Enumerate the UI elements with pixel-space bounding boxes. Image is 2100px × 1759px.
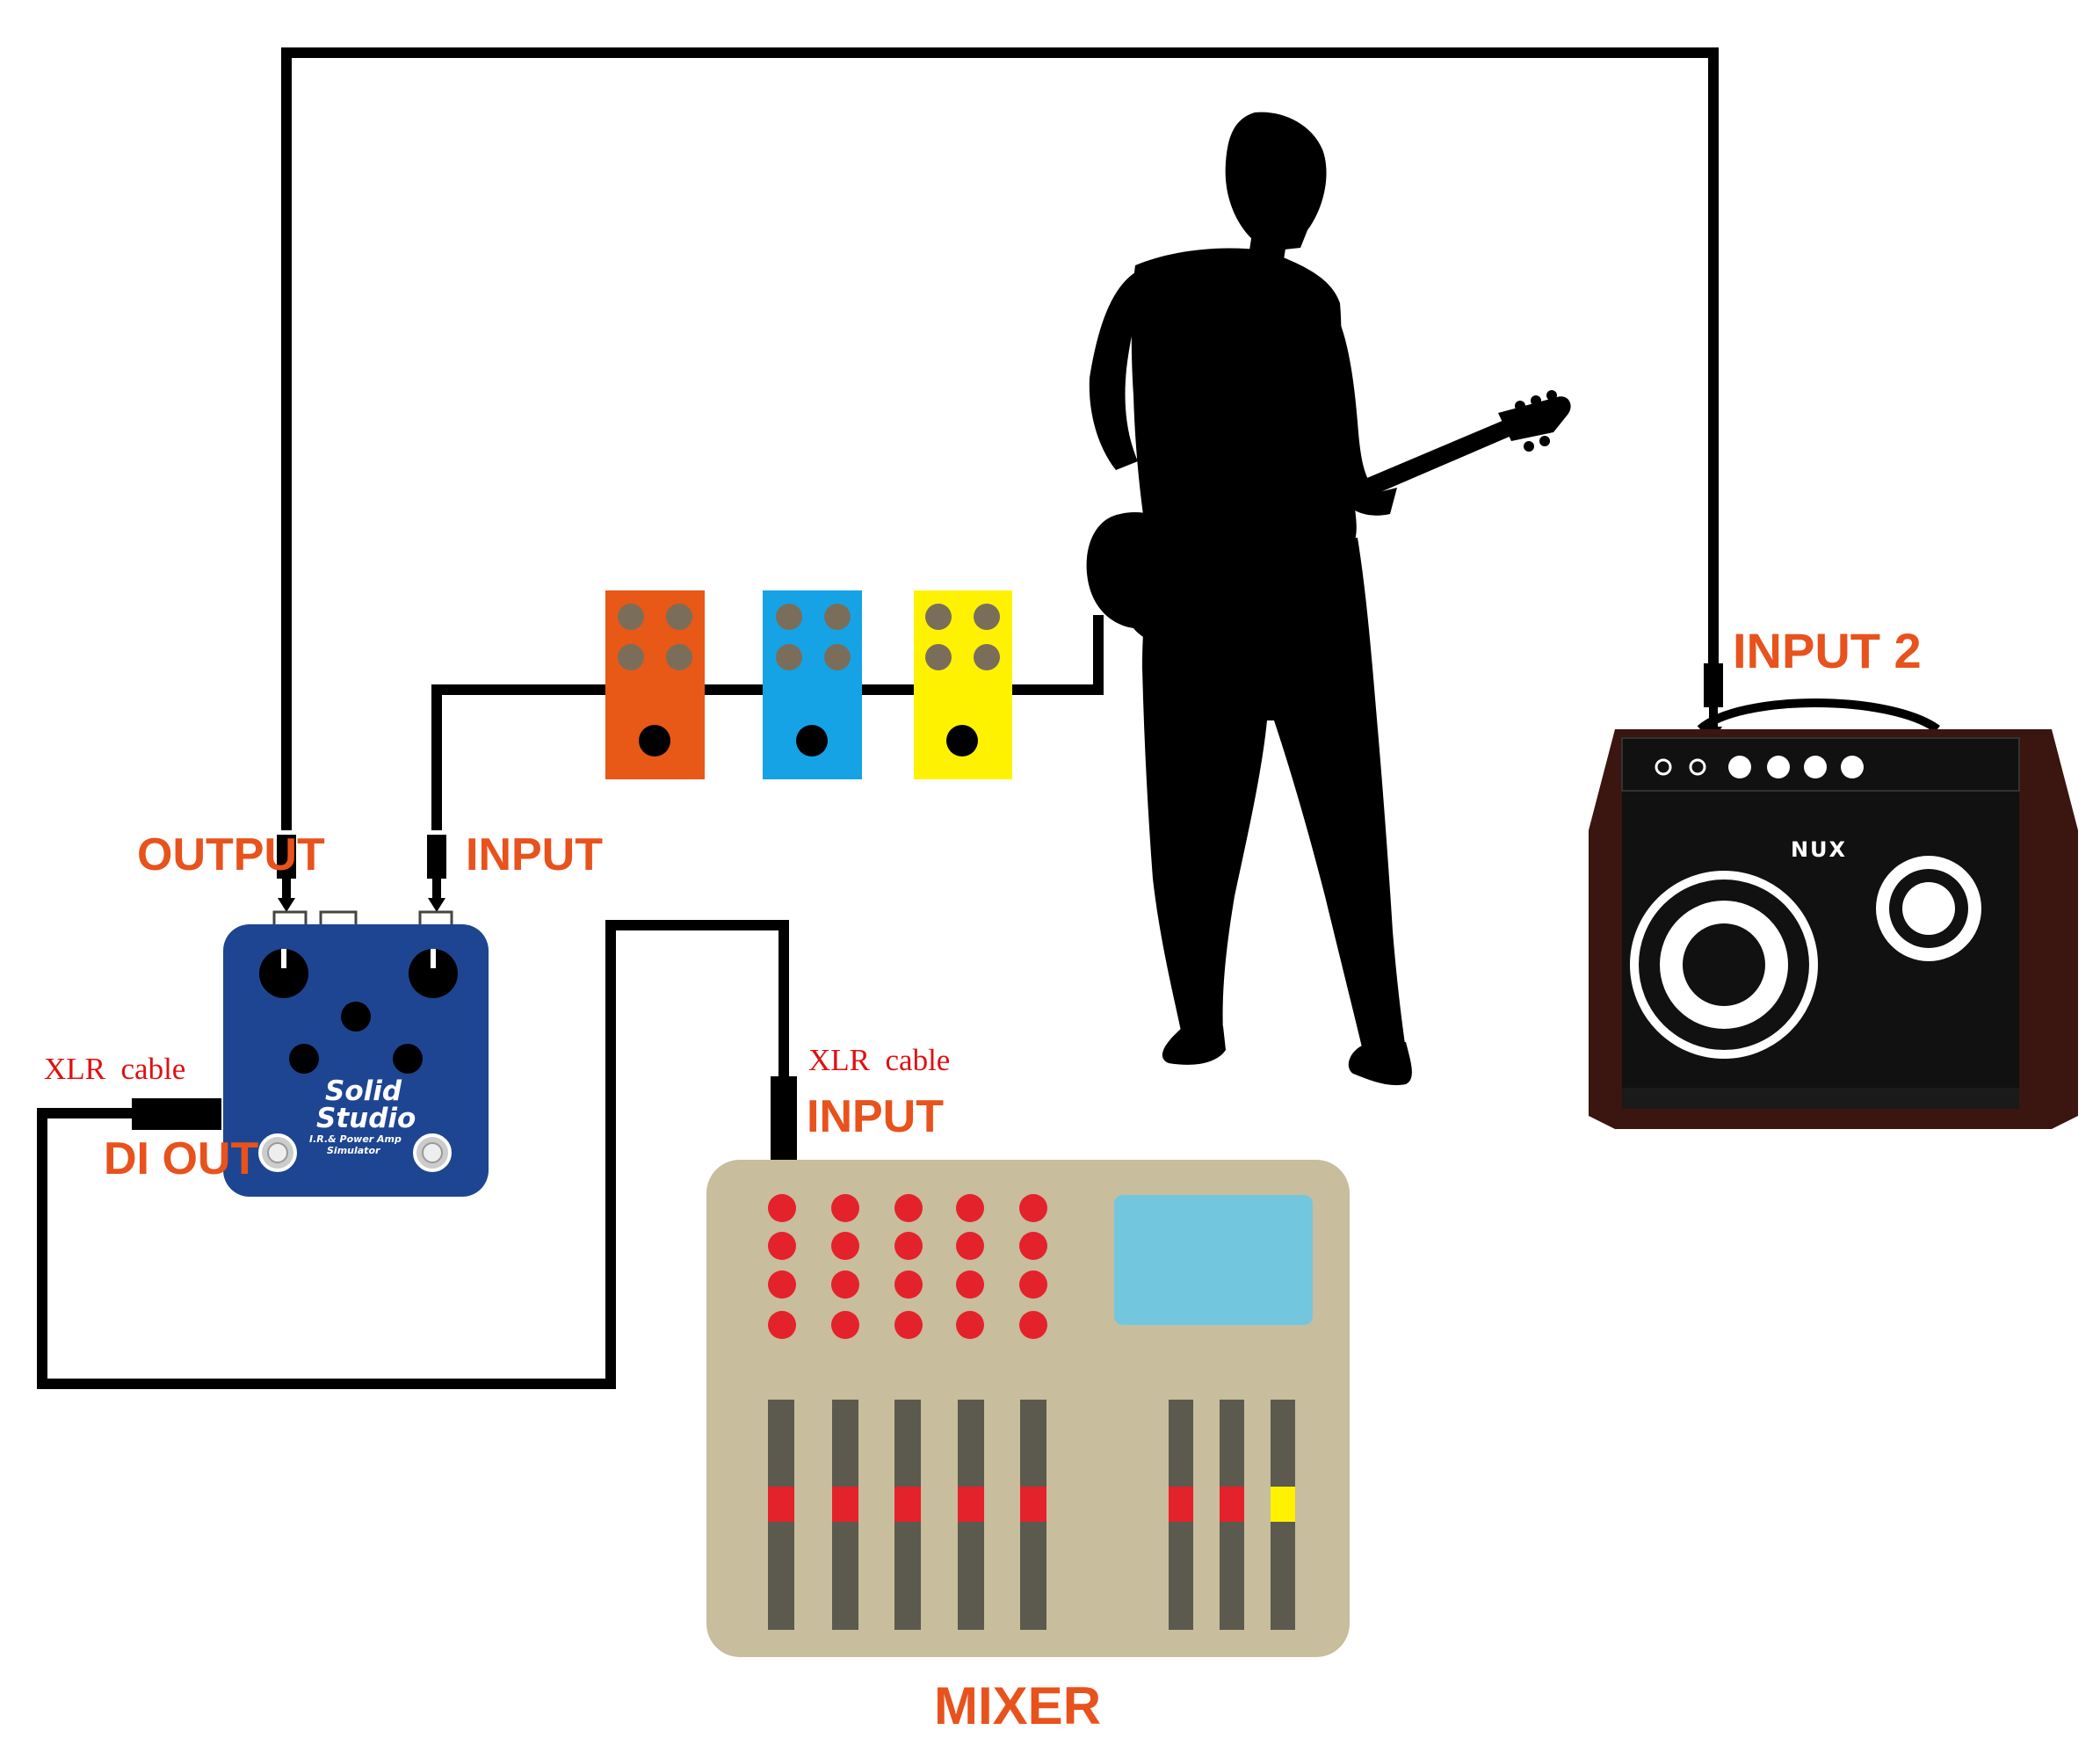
di-brand-line1: Solid (325, 1075, 402, 1107)
plug-di-out (132, 1098, 221, 1130)
label-di-out: DI OUT (104, 1133, 258, 1184)
knob (341, 1002, 371, 1032)
di-pedal-icon: Solid Studio I.R.& Power Amp Simulator (223, 910, 489, 1197)
guitar-neck (1226, 420, 1511, 555)
di-brand-line2: Studio (316, 1103, 416, 1134)
mixer-faders (768, 1400, 1295, 1630)
label-mixer-input: INPUT (807, 1091, 944, 1142)
label-input2: INPUT 2 (1733, 623, 1922, 678)
left-foot (1162, 1026, 1226, 1065)
knob (393, 1044, 423, 1074)
knob (409, 949, 458, 998)
effect-pedal-icon (914, 590, 1012, 779)
torso (1131, 248, 1357, 562)
amp-tweeter (1876, 856, 1981, 961)
guitar-headstock (1498, 396, 1571, 441)
left-arm (1314, 290, 1397, 516)
effect-pedal-icon (605, 590, 705, 779)
amp-brand: NUX (1791, 837, 1847, 862)
right-foot (1348, 1042, 1412, 1086)
label-di-input: INPUT (466, 829, 603, 880)
amp-handle (1697, 699, 1940, 734)
di-subtitle-line1: I.R.& Power Amp (309, 1133, 402, 1145)
di-subtitle-line2: Simulator (327, 1145, 380, 1156)
mixing-console-icon (706, 1160, 1350, 1657)
label-xlr-left: XLR cable (44, 1052, 185, 1086)
cable-di-out-to-mixer (37, 920, 789, 1389)
knob (259, 949, 308, 998)
mixer-screen (1114, 1195, 1313, 1325)
head (1225, 112, 1327, 250)
plug-output (277, 835, 296, 912)
right-arm (1089, 272, 1142, 470)
mixer-buttons (768, 1194, 1047, 1339)
cable-output-to-amp (281, 47, 1719, 830)
combo-amp-icon: NUX (1589, 699, 2078, 1129)
effect-pedal-icon (763, 590, 862, 779)
amp-base (1622, 1088, 2019, 1109)
plug-mixer-input (771, 1076, 797, 1164)
label-xlr-mixer: XLR cable (808, 1043, 950, 1077)
label-output: OUTPUT (137, 829, 325, 880)
amp-woofer (1630, 871, 1818, 1059)
knob (289, 1044, 319, 1074)
guitarist-silhouette-icon (1086, 112, 1571, 1086)
legs (1142, 538, 1406, 1054)
label-mixer: MIXER (934, 1676, 1101, 1735)
plug-di-input (427, 835, 446, 912)
